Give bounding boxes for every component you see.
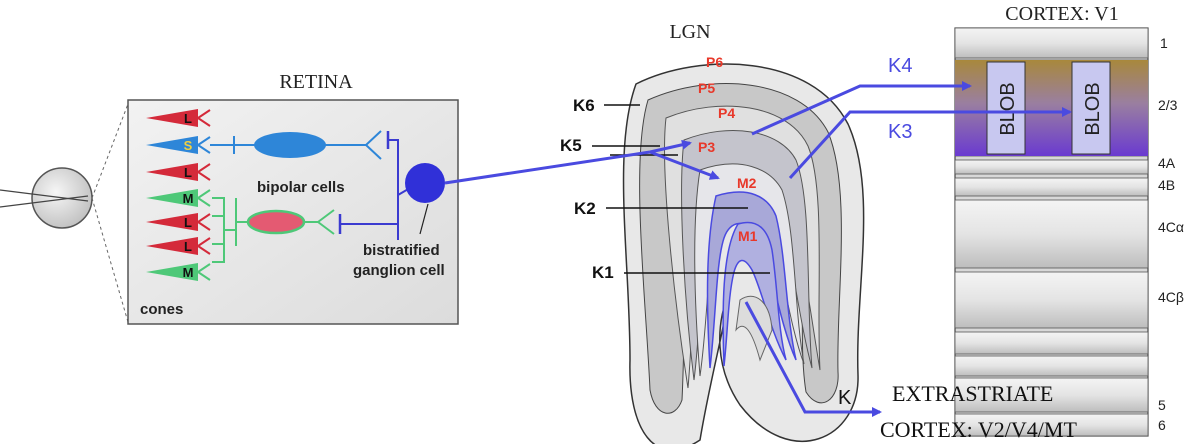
cone-label: M bbox=[183, 265, 194, 280]
blob-right-label: BLOB bbox=[1082, 82, 1104, 135]
lgn-layer-p3: P3 bbox=[698, 139, 715, 155]
pathway-label-k3: K3 bbox=[888, 121, 912, 143]
extrastriate-line1: EXTRASTRIATE bbox=[892, 381, 1053, 406]
lgn-layer-p5: P5 bbox=[698, 80, 715, 96]
cone-label: L bbox=[184, 165, 192, 180]
lgn-layer-p6: P6 bbox=[706, 54, 723, 70]
lgn-layer-m2: M2 bbox=[737, 175, 757, 191]
cone-label: L bbox=[184, 215, 192, 230]
extrastriate-line2: CORTEX: V2/V4/MT bbox=[880, 417, 1077, 442]
blob-band bbox=[955, 60, 1148, 156]
cortex-band-1 bbox=[954, 27, 1149, 59]
layer-label-4b: 4B bbox=[1158, 177, 1175, 193]
blob-left-label: BLOB bbox=[997, 82, 1019, 135]
cortex-layer-labels: 1 2/3 4A 4B 4Cα 4Cβ 5 6 bbox=[1158, 35, 1184, 433]
cone-l-6: L bbox=[146, 237, 211, 255]
lgn-label-k6: K6 bbox=[573, 96, 595, 115]
arrow-to-p3 bbox=[649, 139, 692, 154]
lgn-label-k5: K5 bbox=[560, 136, 582, 155]
cone-l-5: L bbox=[146, 213, 211, 231]
lgn-label-k1: K1 bbox=[592, 263, 614, 282]
layer-label-4c-beta: 4Cβ bbox=[1158, 289, 1184, 305]
cortex-band-7 bbox=[954, 331, 1149, 355]
cortex-band-8 bbox=[954, 355, 1149, 377]
arrow-k4 bbox=[751, 81, 972, 136]
cone-s-2: S bbox=[146, 136, 211, 154]
cone-label: L bbox=[184, 111, 192, 126]
layer-label-4c-alpha: 4Cα bbox=[1158, 219, 1184, 235]
lgn-label-k2: K2 bbox=[574, 199, 596, 218]
layer-label-2-3: 2/3 bbox=[1158, 97, 1178, 113]
lgn-title: LGN bbox=[669, 21, 710, 43]
cone-label: L bbox=[184, 239, 192, 254]
cortex-band-9 bbox=[954, 377, 1149, 413]
cone-m-4: M bbox=[146, 189, 211, 207]
lm-bipolar-pathway bbox=[212, 197, 335, 263]
lgn-layer-p4: P4 bbox=[718, 105, 735, 121]
cone-m-7: M bbox=[146, 263, 211, 281]
cortex-band-3 bbox=[954, 159, 1149, 175]
bipolar-cells-label: bipolar cells bbox=[257, 179, 345, 196]
lgn-structure bbox=[622, 63, 865, 444]
blob-left: BLOB bbox=[986, 61, 1026, 155]
bistratified-ganglion-cell bbox=[338, 131, 445, 240]
cortex-band-5 bbox=[954, 199, 1149, 269]
lm-bipolar-cell bbox=[246, 209, 306, 235]
layer-label-4a: 4A bbox=[1158, 155, 1176, 171]
blue-bipolar-pathway bbox=[210, 130, 382, 160]
cone-l-1: L bbox=[146, 109, 211, 127]
ganglion-label-line1: bistratified bbox=[363, 242, 440, 259]
retina-title: RETINA bbox=[279, 71, 353, 93]
cortex-band-4 bbox=[954, 177, 1149, 197]
lgn-layer-m1: M1 bbox=[738, 228, 758, 244]
arrow-k-extrastriate bbox=[744, 301, 882, 417]
koniocellular-pathways bbox=[444, 81, 1072, 417]
layer-label-1: 1 bbox=[1160, 35, 1168, 51]
cortex-band-10 bbox=[954, 413, 1149, 437]
cone-label: S bbox=[184, 138, 193, 153]
eye-icon bbox=[0, 103, 129, 323]
retina-to-lgn-arrow bbox=[444, 150, 651, 185]
blob-right: BLOB bbox=[1071, 61, 1111, 155]
cones-label: cones bbox=[140, 301, 183, 318]
cortex-band-6 bbox=[954, 271, 1149, 329]
pathway-label-k: K bbox=[838, 387, 852, 409]
cone-label: M bbox=[183, 191, 194, 206]
pathway-label-k4: K4 bbox=[888, 55, 912, 77]
layer-label-5: 5 bbox=[1158, 397, 1166, 413]
cone-l-3: L bbox=[146, 163, 211, 181]
ganglion-label-line2: ganglion cell bbox=[353, 262, 445, 279]
cortex-title: CORTEX: V1 bbox=[1005, 3, 1118, 25]
arrow-k3 bbox=[788, 107, 1072, 180]
arrow-to-m2 bbox=[649, 150, 720, 180]
layer-label-6: 6 bbox=[1158, 417, 1166, 433]
